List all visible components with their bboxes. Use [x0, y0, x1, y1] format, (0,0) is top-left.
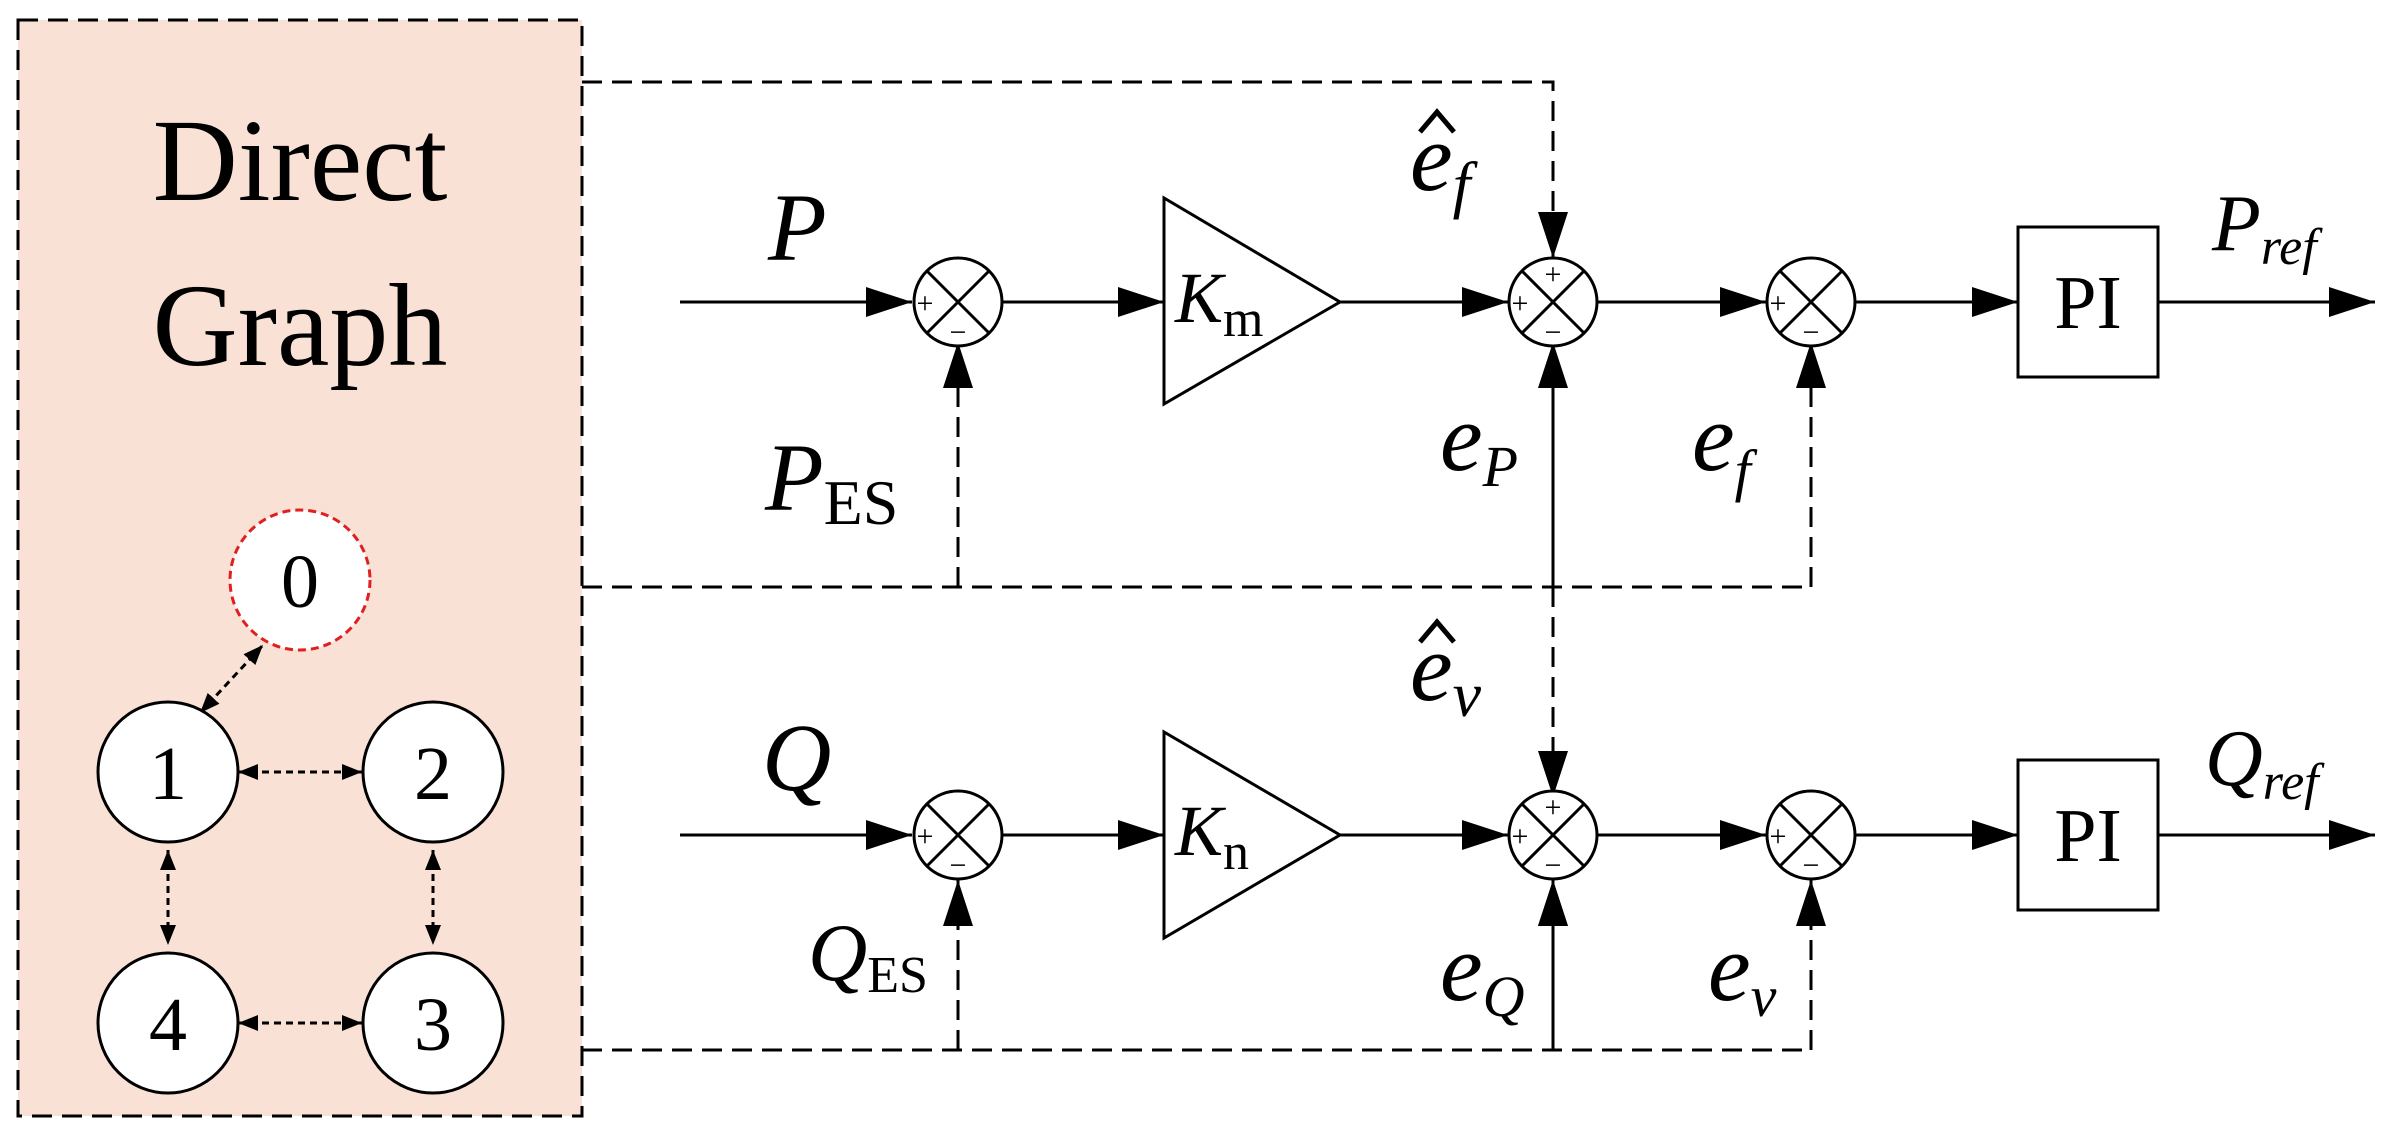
- minus-sign: −: [1803, 316, 1820, 349]
- top-output-label: Pref: [2211, 180, 2323, 276]
- bottom-volt-error-label: ev: [1708, 914, 1777, 1029]
- direct-graph-panel: Direct Graph 0 1 2 3 4: [16, 18, 584, 1118]
- bottom-pi-label: PI: [2054, 794, 2122, 878]
- graph-node-2-label: 2: [414, 732, 452, 816]
- bottom-input-label: Q: [762, 704, 831, 811]
- bottom-estimate-label: ev: [1410, 614, 1482, 730]
- graph-node-1-label: 1: [149, 732, 187, 816]
- bottom-gain-label: Kn: [1174, 791, 1249, 881]
- top-feedback-label: PES: [764, 424, 898, 538]
- bottom-summing-junction-2: + + −: [1507, 789, 1599, 882]
- top-summing-junction-2: + + −: [1507, 256, 1599, 349]
- top-error-label: eP: [1440, 384, 1518, 499]
- top-pi-controller: [2016, 225, 2160, 379]
- bottom-summing-junction-3: + −: [1765, 789, 1857, 882]
- graph-edge-0-1: [198, 643, 265, 715]
- bottom-output-label: Qref: [2205, 715, 2325, 811]
- top-control-loop: + − + + − + − Km PI P PES ef: [680, 104, 2375, 538]
- graph-node-2: 2: [361, 700, 505, 844]
- plus-sign: +: [1770, 820, 1787, 853]
- bottom-error-label: eQ: [1440, 914, 1525, 1029]
- plus-sign: +: [1770, 287, 1787, 320]
- dashed-signal-lines: [582, 80, 1826, 1052]
- estimate-f-line: [582, 80, 1568, 258]
- top-gain-label: Km: [1174, 258, 1263, 348]
- bottom-control-loop: + − + + − + − Kn PI Q QES ev eQ ev: [680, 614, 2375, 1029]
- graph-node-3-label: 3: [414, 983, 452, 1067]
- hat-accent: [1418, 108, 1456, 134]
- graph-node-4-label: 4: [149, 983, 187, 1067]
- plus-sign: +: [1545, 258, 1562, 291]
- graph-title-line1: Direct: [153, 95, 448, 226]
- top-summing-junction-1: + −: [912, 256, 1004, 349]
- plus-sign: +: [1545, 791, 1562, 824]
- bottom-summing-junction-1: + −: [912, 789, 1004, 882]
- top-gain-block: [1162, 195, 1343, 407]
- graph-title-line2: Graph: [153, 260, 448, 391]
- minus-sign: −: [950, 316, 967, 349]
- bottom-feedback-label: QES: [808, 907, 928, 1004]
- graph-node-4: 4: [96, 951, 240, 1095]
- bottom-pi-controller: [2016, 758, 2160, 912]
- plus-sign: +: [1512, 820, 1529, 853]
- minus-sign: −: [950, 849, 967, 882]
- hat-accent: [1418, 618, 1456, 644]
- top-pi-label: PI: [2054, 261, 2122, 345]
- graph-node-3: 3: [361, 951, 505, 1095]
- top-estimate-label: ef: [1410, 104, 1479, 220]
- plus-sign: +: [1512, 287, 1529, 320]
- bottom-gain-block: [1162, 729, 1343, 941]
- plus-sign: +: [917, 820, 934, 853]
- plus-sign: +: [917, 287, 934, 320]
- minus-sign: −: [1545, 849, 1562, 882]
- graph-node-0: 0: [228, 508, 372, 652]
- graph-node-0-label: 0: [281, 540, 319, 624]
- graph-node-1: 1: [96, 700, 240, 844]
- top-freq-error-label: ef: [1692, 384, 1758, 503]
- top-summing-junction-3: + −: [1765, 256, 1857, 349]
- top-input-label: P: [767, 174, 827, 281]
- minus-sign: −: [1803, 849, 1820, 882]
- minus-sign: −: [1545, 316, 1562, 349]
